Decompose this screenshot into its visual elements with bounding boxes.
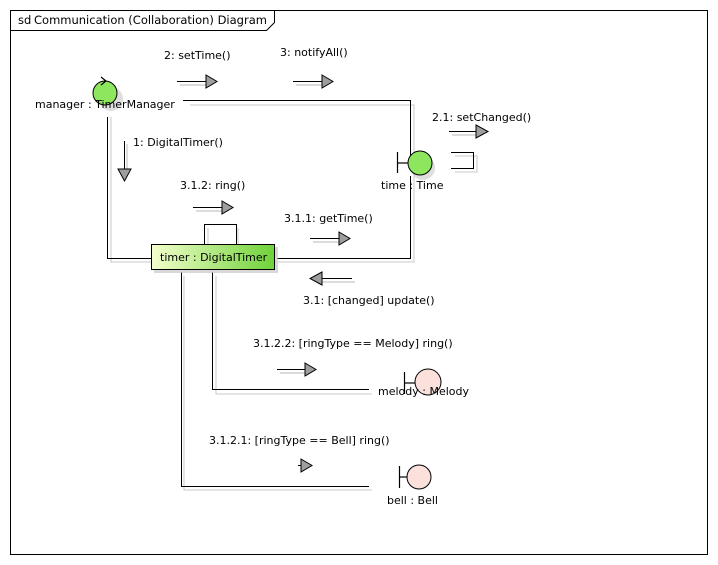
message-label-m3121: 3.1.2.1: [ringType == Bell] ring() [209,434,390,447]
lifeline-melody[interactable]: melody : Melody [378,368,469,398]
lifeline-label-time: time : Time [381,179,444,192]
message-label-m3: 3: notifyAll() [280,46,348,59]
lifeline-time[interactable]: time : Time [381,150,444,192]
boundary-icon [406,464,432,490]
lifeline-label-melody: melody : Melody [378,385,469,398]
lifeline-label-bell: bell : Bell [387,494,438,507]
lifeline-label-timer: timer : DigitalTimer [160,251,268,264]
lifeline-bell[interactable]: bell : Bell [387,464,438,507]
lifeline-label-manager: manager : TimerManager [35,98,175,111]
message-label-m311: 3.1.1: getTime() [284,212,373,225]
message-arrows [117,74,490,473]
arrow-m3121 [298,458,313,473]
frame-kind-label: sd [18,13,31,27]
connector-shadows [110,104,478,491]
message-label-m312: 3.1.2: ring() [180,179,245,192]
arrow-shadows [126,84,479,470]
link-timer-melody [212,272,369,390]
boundary-icon [407,150,433,176]
link-timer-time [277,176,411,259]
arrow-m3 [293,74,334,89]
lifeline-manager[interactable]: manager : TimerManager [35,76,175,111]
diagram-title: Communication (Collaboration) Diagram [34,13,267,27]
connectors [107,100,474,487]
arrow-m2 [177,74,218,89]
class-box-timer [151,244,275,270]
arrow-m1 [117,141,132,183]
message-label-m3122: 3.1.2.2: [ringType == Melody] ring() [253,337,453,350]
arrow-m21 [449,124,490,139]
frame-title-tab [10,10,275,31]
arrow-m312 [193,200,234,215]
diagram-frame [10,10,708,555]
arrow-m31 [308,271,352,286]
message-label-m1: 1: DigitalTimer() [133,136,223,149]
message-label-m2: 2: setTime() [164,49,231,62]
message-label-m21: 2.1: setChanged() [432,111,531,124]
message-label-m31: 3.1: [changed] update() [303,294,435,307]
lifeline-timer[interactable]: timer : DigitalTimer [151,244,279,274]
arrow-m311 [310,231,351,246]
link-manager-timer [107,117,151,259]
link-timer-self [204,224,237,244]
link-timer-bell [181,272,369,487]
boundary-icon [414,368,442,396]
control-arrowhead [100,76,107,86]
control-icon [92,80,118,106]
arrow-m3122 [277,362,317,377]
link-time-self [451,152,474,169]
link-manager-time [183,100,411,160]
